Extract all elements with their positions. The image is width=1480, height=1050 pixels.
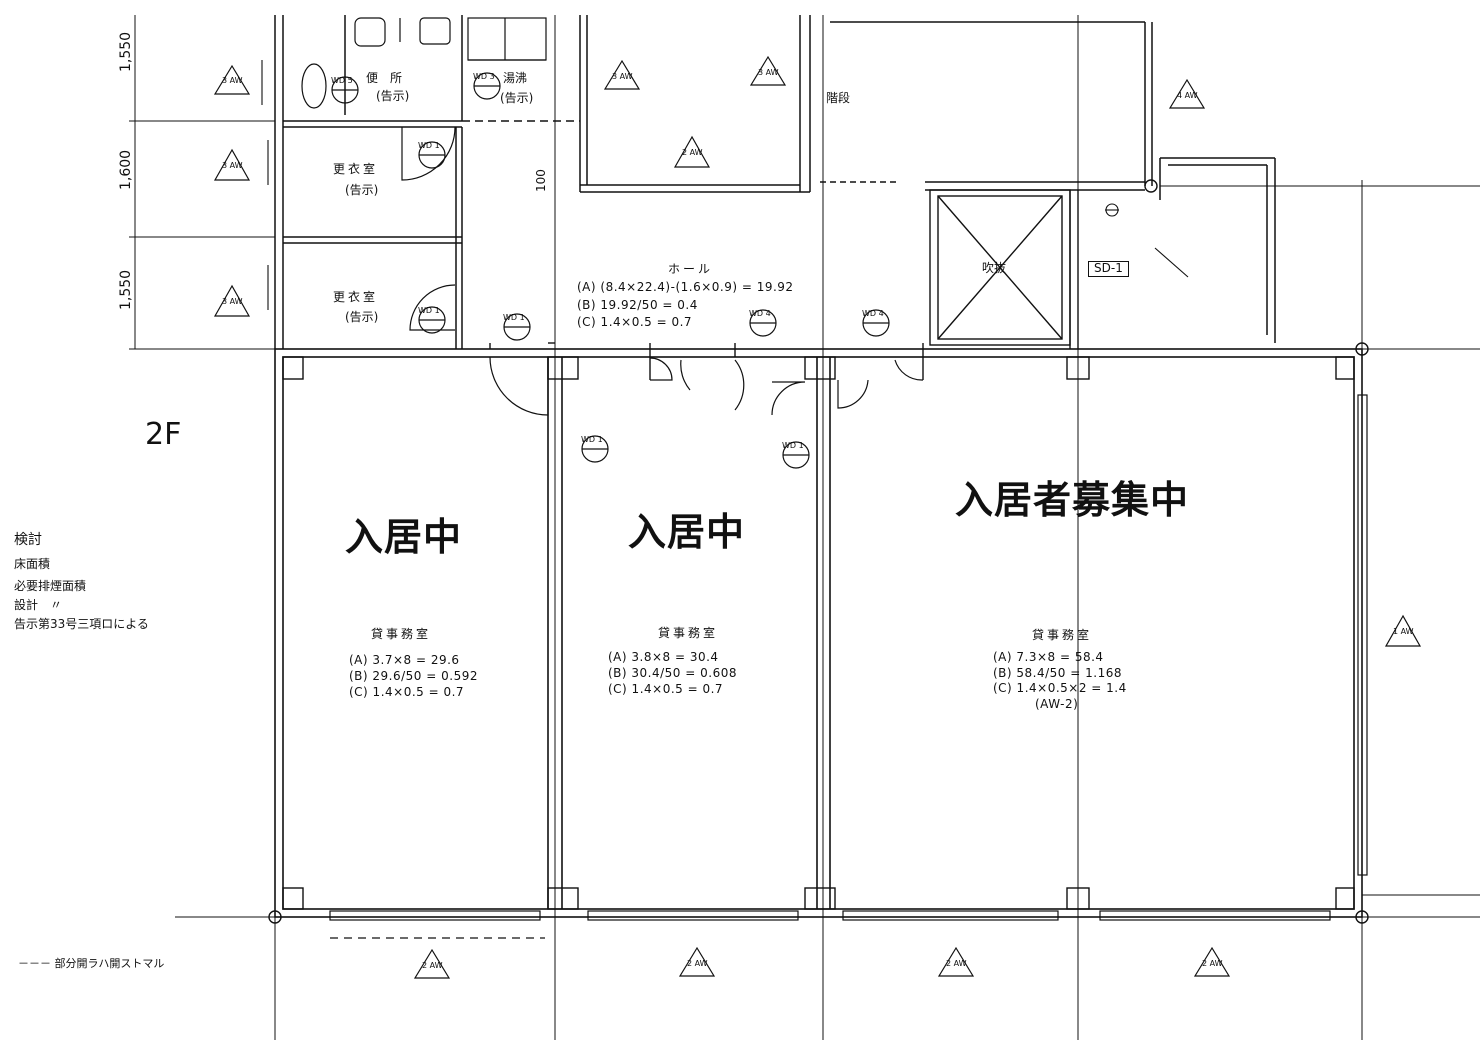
toilet-fixtures bbox=[301, 17, 547, 109]
tag-wd1-locker1: WD 1 bbox=[418, 141, 440, 150]
room-note-toilet: (告示) bbox=[376, 89, 410, 103]
tag-aw3-4: 3 AW bbox=[612, 72, 633, 81]
dimension-line bbox=[129, 15, 141, 350]
tag-aw3-5: 3 AW bbox=[758, 68, 779, 77]
review-notes-line-4: 告示第33号三項ロによる bbox=[14, 617, 149, 631]
office2-calc-c: (C) 1.4×0.5 = 0.7 bbox=[608, 682, 724, 696]
columns bbox=[268, 179, 1369, 924]
tag-wd1-locker2: WD 1 bbox=[418, 306, 440, 315]
dimension-1600: 1,600 bbox=[118, 149, 134, 190]
room-label-office-1: 貸事務室 bbox=[371, 627, 432, 641]
misc-marks bbox=[261, 60, 1189, 310]
room-label-washroom: 湯沸 bbox=[503, 71, 528, 85]
office3-calc-c: (C) 1.4×0.5×2 = 1.4 bbox=[993, 681, 1127, 695]
office1-calc-b: (B) 29.6/50 = 0.592 bbox=[349, 669, 478, 683]
tag-aw2-hall: 2 AW bbox=[682, 148, 703, 157]
hall-front-walls bbox=[489, 342, 924, 380]
office1-calc-c: (C) 1.4×0.5 = 0.7 bbox=[349, 685, 465, 699]
hall-calc-b: (B) 19.92/50 = 0.4 bbox=[577, 298, 698, 312]
right-windows bbox=[1357, 394, 1368, 876]
office2-calc-b: (B) 30.4/50 = 0.608 bbox=[608, 666, 737, 680]
room-label-office-2: 貸事務室 bbox=[658, 626, 719, 640]
office3-calc-a: (A) 7.3×8 = 58.4 bbox=[993, 650, 1104, 664]
office3-calc-b: (B) 58.4/50 = 1.168 bbox=[993, 666, 1122, 680]
review-notes-line-1: 床面積 bbox=[14, 557, 51, 571]
tag-wd4-left: WD 4 bbox=[749, 309, 771, 318]
status-office-1: 入居中 bbox=[345, 514, 463, 559]
tag-aw2-3: 2 AW bbox=[946, 959, 967, 968]
tag-wd4-right: WD 4 bbox=[862, 309, 884, 318]
room-label-hall: ホール bbox=[668, 262, 714, 276]
tag-wd1-office1: WD 1 bbox=[581, 435, 603, 444]
office-walls bbox=[274, 348, 1363, 918]
room-note-locker-2: (告示) bbox=[345, 310, 379, 324]
tag-sd-1: SD-1 bbox=[1088, 261, 1129, 277]
room-label-stairs: 階段 bbox=[826, 91, 851, 105]
room-label-locker-2: 更衣室 bbox=[333, 290, 379, 304]
tag-aw3-3: 3 AW bbox=[222, 297, 243, 306]
review-notes-line-3: 設計 〃 bbox=[14, 598, 63, 612]
room-label-toilet: 便 所 bbox=[366, 71, 403, 85]
room-note-washroom: (告示) bbox=[500, 91, 534, 105]
review-notes-line-2: 必要排煙面積 bbox=[14, 579, 87, 593]
status-office-3: 入居者募集中 bbox=[955, 477, 1190, 522]
tag-aw3-2: 3 AW bbox=[222, 161, 243, 170]
wd-tag-circles bbox=[331, 72, 890, 469]
dimension-100: 100 bbox=[534, 169, 548, 192]
tag-aw2-4: 2 AW bbox=[1202, 959, 1223, 968]
tag-wd3: WD 3 bbox=[473, 72, 495, 81]
hall-calc-c: (C) 1.4×0.5 = 0.7 bbox=[577, 315, 693, 329]
status-office-2: 入居中 bbox=[628, 509, 746, 554]
room-label-void: 吹抜 bbox=[982, 261, 1007, 275]
tag-wd5: WD 5 bbox=[331, 76, 353, 85]
aw-tag-triangles bbox=[213, 55, 1422, 979]
room-label-office-3: 貸事務室 bbox=[1032, 628, 1093, 642]
tag-aw4: 4 AW bbox=[1177, 91, 1198, 100]
tag-aw1: 1 AW bbox=[1393, 627, 1414, 636]
room-label-locker-1: 更衣室 bbox=[333, 162, 379, 176]
room-note-locker-1: (告示) bbox=[345, 183, 379, 197]
tag-aw2-1: 2 AW bbox=[422, 961, 443, 970]
void-area bbox=[929, 189, 1079, 349]
legend-note: －－－ 部分開ラハ開ストマル bbox=[18, 957, 165, 970]
bottom-windows bbox=[329, 910, 1331, 939]
review-notes-title: 検討 bbox=[14, 532, 42, 548]
office2-calc-a: (A) 3.8×8 = 30.4 bbox=[608, 650, 719, 664]
tag-wd1-office2: WD 1 bbox=[782, 441, 804, 450]
tag-aw2-2: 2 AW bbox=[687, 959, 708, 968]
hall-calc-a: (A) (8.4×22.4)-(1.6×0.9) = 19.92 bbox=[577, 280, 794, 294]
tag-aw3-1: 3 AW bbox=[222, 76, 243, 85]
office1-calc-a: (A) 3.7×8 = 29.6 bbox=[349, 653, 460, 667]
handwritten-floor-mark: 2F bbox=[145, 417, 182, 452]
dimension-1550-top: 1,550 bbox=[118, 31, 134, 72]
dimension-1550-bottom: 1,550 bbox=[118, 269, 134, 310]
office3-calc-d: (AW-2) bbox=[1035, 697, 1079, 711]
tag-wd1-hall: WD 1 bbox=[503, 313, 525, 322]
door-swings bbox=[401, 126, 924, 416]
core-walls bbox=[274, 15, 1276, 349]
